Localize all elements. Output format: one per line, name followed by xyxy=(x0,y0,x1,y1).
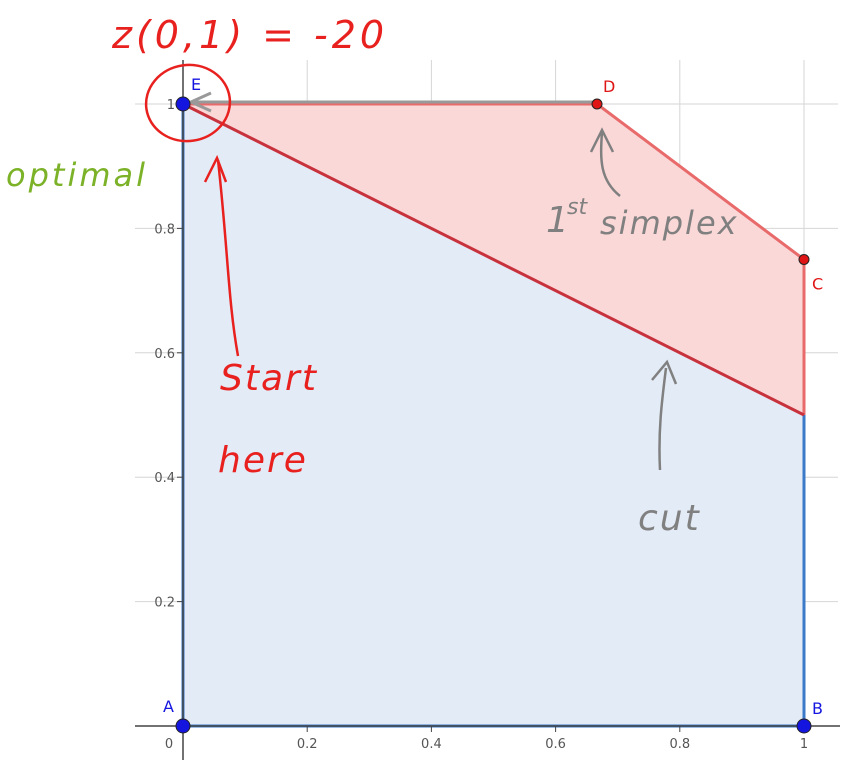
x-tick-label: 0.8 xyxy=(669,737,690,752)
start-annotation: Start xyxy=(220,358,318,399)
x-tick-label: 0.2 xyxy=(297,737,318,752)
axes xyxy=(135,60,840,760)
simplex-arrow xyxy=(599,131,621,197)
x-tick-label: 0.4 xyxy=(421,737,442,752)
point-b xyxy=(796,718,812,734)
y-tick-label: 0.8 xyxy=(154,222,175,237)
y-tick-label: 0.4 xyxy=(154,471,175,486)
y-tick-label: 0.2 xyxy=(154,596,175,611)
feasible-regions xyxy=(181,91,806,728)
objective-annotation: z(0,1) = -20 xyxy=(111,13,388,57)
simplex-path-arrowhead xyxy=(187,91,212,113)
first-simplex-superscript: st xyxy=(567,195,588,220)
point-c xyxy=(798,254,810,265)
first-simplex-number: 1 xyxy=(546,200,569,241)
point-label-d: D xyxy=(603,77,615,96)
cut-arrow xyxy=(658,367,668,471)
point-label-a: A xyxy=(163,697,174,716)
x-tick-label: 1 xyxy=(800,737,808,752)
point-d xyxy=(591,98,603,110)
y-tick-label: 0.6 xyxy=(154,347,175,362)
start-arrow xyxy=(216,159,240,357)
cut-arrowhead xyxy=(651,359,678,385)
first-simplex-word: simplex xyxy=(600,204,739,242)
tick-labels: 0 0.2 0.4 0.6 0.8 1 0.2 0.4 0.6 0.8 1 xyxy=(154,98,808,752)
y-tick-label: 1 xyxy=(167,98,175,113)
x-tick-label: 0.6 xyxy=(545,737,566,752)
optimal-circle xyxy=(144,63,232,143)
point-label-c: C xyxy=(812,275,823,294)
points: A B C D E xyxy=(163,75,823,734)
x-tick-label: 0 xyxy=(165,737,173,752)
point-label-e: E xyxy=(191,75,201,94)
optimal-annotation: optimal xyxy=(6,156,148,194)
start-arrowhead xyxy=(203,154,228,183)
point-e xyxy=(175,96,191,112)
cut-line xyxy=(182,102,805,417)
simplex-arrowhead xyxy=(589,127,615,153)
annotations: z(0,1) = -20 optimal Start here 1 st sim… xyxy=(6,13,739,539)
here-annotation: here xyxy=(218,440,308,481)
region-after-cut xyxy=(183,104,804,726)
cut-annotation: cut xyxy=(638,498,701,539)
point-a xyxy=(175,718,191,734)
point-label-b: B xyxy=(812,699,823,718)
